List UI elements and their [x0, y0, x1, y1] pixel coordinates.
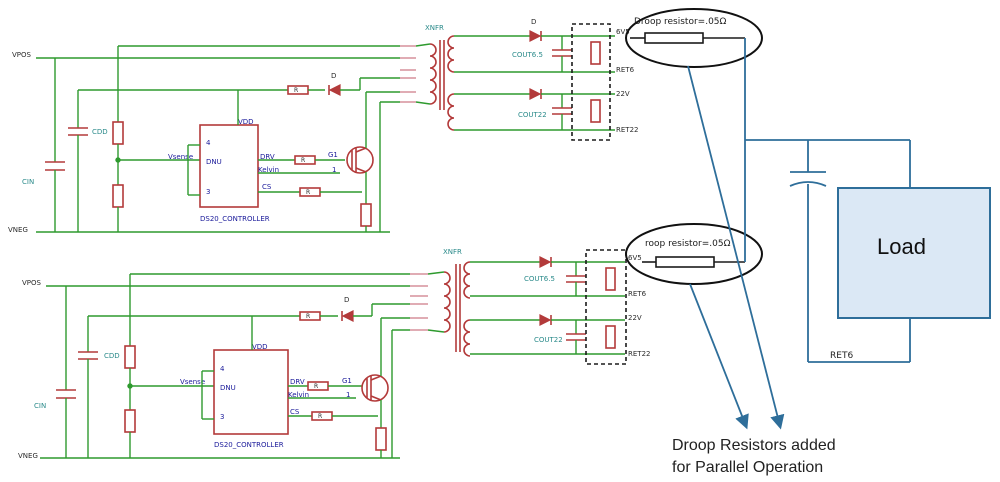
sense-resistor-top — [360, 203, 372, 227]
dnu-label-bottom: DNU — [220, 384, 236, 392]
pin1-top: 1 — [332, 166, 336, 174]
pin1-bottom: 1 — [346, 391, 350, 399]
vpos-label-bottom: VPOS — [22, 279, 42, 287]
out-22v-top: 22V — [616, 90, 630, 98]
out-diode-top-1 — [529, 30, 542, 42]
note-line-1: Droop Resistors added — [672, 437, 836, 454]
out-6v5-top: 6V5 — [616, 28, 630, 36]
droop-callout-bottom — [625, 223, 763, 285]
output-bus: RET6 Load Droop Resistors added for Para… — [672, 38, 991, 476]
load-ret-label: RET6 — [830, 351, 853, 361]
out-22v-bottom: 22V — [628, 314, 642, 322]
aux-diode-label-top: D — [331, 72, 336, 80]
resistor-div-top-2 — [112, 184, 124, 208]
droop-label-bottom: roop resistor=.05Ω — [645, 239, 731, 249]
aux-resistor-label-bottom: R — [306, 313, 310, 320]
vneg-label-top: VNEG — [8, 226, 28, 234]
droop-callout-top — [625, 8, 763, 68]
load-box — [837, 187, 991, 319]
cout22-label-bottom: COUT22 — [534, 336, 563, 344]
out-diode-top-2 — [529, 88, 542, 100]
controller-bottom — [213, 349, 289, 435]
drv-label-bottom: DRV — [290, 378, 305, 386]
pin3-bottom: 3 — [220, 413, 224, 421]
gate-resistor-label-top: R — [301, 157, 305, 164]
cin-label-top: CIN — [22, 178, 34, 186]
converter-top: VPOS VNEG CIN CDD VDD 4 DNU 3 Vsense D R — [8, 8, 763, 234]
vpos-label-top: VPOS — [12, 51, 32, 59]
vsense-label-top: Vsense — [168, 153, 193, 161]
resistor-div-bottom-2 — [124, 409, 136, 433]
controller-label-top: DS20_CONTROLLER — [200, 215, 270, 223]
droop-resistor-top — [644, 32, 704, 44]
arrow-droop-bottom — [689, 283, 749, 430]
vneg-label-bottom: VNEG — [18, 452, 38, 460]
resistor-div-top-1 — [112, 121, 124, 145]
load-label: Load — [877, 234, 926, 259]
cout65-label-top: COUT6.5 — [512, 51, 543, 59]
out-ret22-top: RET22 — [616, 126, 638, 134]
out-6v5-bottom: 6V5 — [628, 254, 642, 262]
xfmr-primary-top — [429, 43, 437, 105]
bleeder-resistor-bottom-1 — [605, 267, 616, 291]
pin3-top: 3 — [206, 188, 210, 196]
converter-bottom: VPOS VNEG CIN CDD VDD 4 DNU 3 Vsense DRV… — [18, 223, 763, 460]
out-ret6-top: RET6 — [616, 66, 635, 74]
controller-label-bottom: DS20_CONTROLLER — [214, 441, 284, 449]
aux-resistor-label-top: R — [294, 87, 298, 94]
note-line-2: for Parallel Operation — [672, 459, 823, 476]
vsense-label-bottom: Vsense — [180, 378, 205, 386]
g1-label-top: G1 — [328, 151, 338, 159]
out-diode-bottom-1 — [539, 256, 552, 268]
bleeder-resistor-bottom-2 — [605, 325, 616, 349]
out-diode-bottom-2 — [539, 314, 552, 326]
vdd-label-top: VDD — [238, 118, 254, 126]
cdd-label-top: CDD — [92, 128, 108, 136]
cs-label-top: CS — [262, 183, 272, 191]
gate-resistor-label-bottom: R — [314, 383, 318, 390]
cs-resistor-label-top: R — [306, 189, 310, 196]
cin-label-bottom: CIN — [34, 402, 46, 410]
xfmr-label-top: XNFR — [425, 24, 444, 32]
aux-diode-label-bottom: D — [344, 296, 349, 304]
cdd-label-bottom: CDD — [104, 352, 120, 360]
kelvin-label-top: Kelvin — [258, 166, 279, 174]
g1-label-bottom: G1 — [342, 377, 352, 385]
pin4-top: 4 — [206, 139, 211, 147]
bleeder-resistor-top-1 — [590, 41, 601, 65]
xfmr-label-bottom: XNFR — [443, 248, 462, 256]
mosfet-top — [346, 146, 374, 174]
cs-resistor-label-bottom: R — [318, 413, 322, 420]
vdd-label-bottom: VDD — [252, 343, 268, 351]
cout65-label-bottom: COUT6.5 — [524, 275, 555, 283]
xfmr-primary-bottom — [443, 271, 451, 333]
aux-diode-top — [328, 84, 341, 96]
out-ret22-bottom: RET22 — [628, 350, 650, 358]
cs-label-bottom: CS — [290, 408, 300, 416]
sense-resistor-bottom — [375, 427, 387, 451]
bleeder-resistor-top-2 — [590, 99, 601, 123]
droop-label-top: Droop resistor=.05Ω — [634, 17, 727, 27]
resistor-div-bottom-1 — [124, 345, 136, 369]
controller-top — [199, 124, 259, 208]
kelvin-label-bottom: Kelvin — [288, 391, 309, 399]
arrow-droop-top — [687, 65, 785, 430]
out-ret6-bottom: RET6 — [628, 290, 647, 298]
aux-diode-bottom — [341, 310, 354, 322]
pin4-bottom: 4 — [220, 365, 225, 373]
mosfet-bottom — [361, 374, 389, 402]
out-diode-label-top-1: D — [531, 18, 536, 26]
cout22-label-top: COUT22 — [518, 111, 547, 119]
drv-label-top: DRV — [260, 153, 275, 161]
droop-resistor-bottom — [655, 256, 715, 268]
dnu-label-top: DNU — [206, 158, 222, 166]
